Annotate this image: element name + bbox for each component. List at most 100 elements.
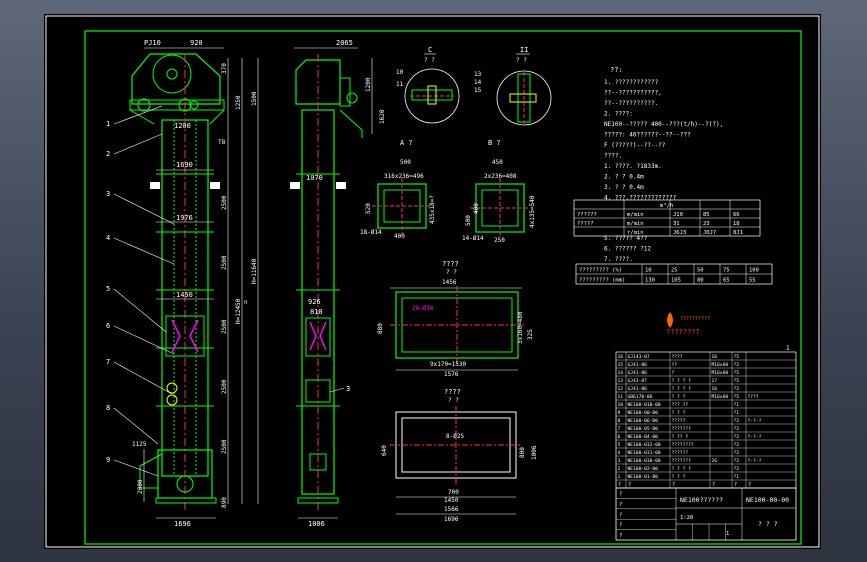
front-view: PJ10 920 1200 1690 1976 1450 1696 370 12… xyxy=(106,39,259,528)
parts-cell: ?1 xyxy=(734,410,740,416)
spec2-cell: 65 xyxy=(723,278,730,284)
parts-cell: NE100-031-00 xyxy=(628,450,661,456)
parts-cell: ?-?-? xyxy=(748,434,762,440)
parts-cell: NE100-010-00 xyxy=(628,402,661,408)
parts-cell: 5 xyxy=(618,442,621,448)
front-callout-7: 7 xyxy=(106,358,110,366)
parts-cell: GB6170-86 xyxy=(628,394,653,400)
leader-5 xyxy=(113,288,167,333)
parts-cell: 10 xyxy=(618,402,624,408)
front-callout-9: 9 xyxy=(106,456,110,464)
parts-cell: 11 xyxy=(618,394,624,400)
parts-header-cell: ? xyxy=(628,482,631,488)
plan1-sub: ? ? xyxy=(446,269,457,276)
spec1-cell: 8J1 xyxy=(733,230,743,236)
spec1-cell: 23 xyxy=(703,221,710,227)
section-b: B ? 450 2x236=408 500 4x135=540 400 250 … xyxy=(462,139,536,244)
parts-cell: 3 xyxy=(618,458,621,464)
side-motor-icon xyxy=(346,92,358,104)
note-line: ??--???????????, xyxy=(604,90,662,97)
base-plate xyxy=(155,497,217,504)
parts-cell: 16 xyxy=(712,386,718,392)
parts-cell: 16 xyxy=(712,354,718,360)
front-callout-5: 5 xyxy=(106,285,110,293)
parts-cell: 7 xyxy=(618,426,621,432)
parts-cell: 1 xyxy=(618,474,621,480)
parts-cell: ?2 xyxy=(734,362,740,368)
inner-frame xyxy=(84,30,802,545)
note-line: ??--??????????. xyxy=(604,100,658,107)
section-b-top: 450 xyxy=(492,159,503,166)
plan-view-bottom: ???? ? ? 640 800 1006 700 1450 1566 1696… xyxy=(381,388,538,523)
notes-heading: ??: xyxy=(610,66,623,74)
plan2-bottom1: 700 xyxy=(448,489,459,496)
dim-2500-e: 2500 xyxy=(221,439,228,454)
parts-cell: GJ41-86 xyxy=(628,370,648,376)
parts-cell: ? ? ? xyxy=(672,474,686,480)
note-line: 4. ???.????????????? xyxy=(604,195,677,202)
leader-1 xyxy=(113,105,163,125)
dim-t8: T8 xyxy=(218,139,226,146)
parts-cell: ? ? ? xyxy=(672,394,686,400)
spec1-cell: J0J7 xyxy=(703,230,716,236)
dim-920: 920 xyxy=(190,39,203,47)
detail-c-circle xyxy=(404,68,460,124)
spec1-cell: ?????? xyxy=(577,212,597,218)
parts-header-cell: ? xyxy=(734,482,737,488)
note-line: 1. ????. ?1833m. xyxy=(604,163,662,170)
leader-6 xyxy=(113,325,175,355)
spec2-cell: ????????? (mm) xyxy=(579,278,625,284)
parts-cell: ?-?-? xyxy=(748,418,762,424)
spec1-cell: J10 xyxy=(673,212,683,218)
parts-cell: 1? xyxy=(712,378,718,384)
parts-cell: 4 xyxy=(618,450,621,456)
detail-c-label: C xyxy=(428,46,432,54)
side-floor-mark-right xyxy=(336,182,346,189)
parts-cell: ?2 xyxy=(734,426,740,432)
detail-c-sub: ? ? xyxy=(424,57,435,64)
dim-1976: 1976 xyxy=(176,214,193,222)
dim-1125: 1125 xyxy=(132,441,147,448)
parts-cell: ?5 xyxy=(734,378,740,384)
parts-cell: 13 xyxy=(618,378,624,384)
spec1-cell: m/min xyxy=(627,221,644,227)
leader-7 xyxy=(113,361,173,395)
parts-cell: ?2 xyxy=(734,418,740,424)
technical-notes-continued: 5. ????? 4??6. ?????? ?127. ????. xyxy=(604,235,651,263)
parts-cell: ?-?-? xyxy=(748,458,762,464)
parts-cell: NE100-06-00 xyxy=(628,418,659,424)
side-dim-926: 926 xyxy=(308,298,321,306)
leader-4 xyxy=(113,237,175,265)
parts-cell: NE100-00-00 xyxy=(628,410,659,416)
parts-cell: NE100-05-00 xyxy=(628,426,659,432)
side-dim-1070: 1070 xyxy=(306,174,323,182)
parts-cell: ?1 xyxy=(734,474,740,480)
parts-header-cell: ? xyxy=(748,482,751,488)
section-a-right: 435x18=? xyxy=(429,195,436,224)
titleblock-role: ? xyxy=(619,523,622,529)
drawing-canvas: PJ10 920 1200 1690 1976 1450 1696 370 12… xyxy=(45,15,820,548)
parts-cell: ? xyxy=(672,370,675,376)
parts-cell: NE100-032-00 xyxy=(628,442,661,448)
parts-cell: ???? xyxy=(748,394,759,400)
parts-cell: ?5 xyxy=(734,394,740,400)
section-a-inner-dim: 316x236=496 xyxy=(384,173,424,180)
parts-cell: ?2 xyxy=(734,450,740,456)
detail-ii-bolt-icon xyxy=(509,93,537,103)
parts-header-cell: ? xyxy=(672,482,675,488)
outer-frame xyxy=(45,15,820,548)
spec1-cell: m/min xyxy=(627,212,644,218)
plan2-hole: 8-Ø25 xyxy=(446,433,464,440)
floor-mark-right xyxy=(210,182,220,189)
plan2-right2: 1006 xyxy=(531,445,538,460)
parts-cell: ???? xyxy=(672,354,683,360)
bucket-icon xyxy=(171,319,199,353)
side-floor-mark-left xyxy=(290,182,300,189)
note-line: 2. ????: xyxy=(604,111,633,118)
note-line: F (?????)--??--?? xyxy=(604,142,666,149)
dim-total-height: H=11640 xyxy=(251,258,258,284)
parts-cell: ?2 xyxy=(734,386,740,392)
side-view: 2065 1070 926 810 1006 1200 1620 3 xyxy=(290,39,386,528)
dim-mid-height: H=12450 xyxy=(235,298,242,324)
